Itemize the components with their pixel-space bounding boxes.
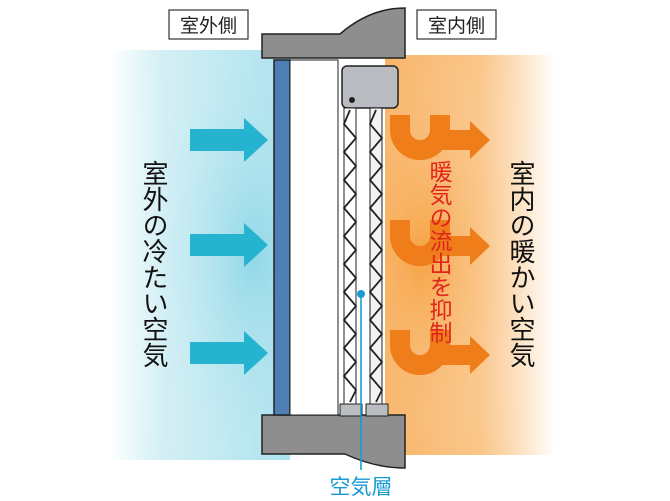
inside-tag-text: 室内側 [428, 15, 485, 37]
pleated-blind [339, 107, 389, 417]
outer-glass-pane [273, 59, 291, 416]
cold-arrow-1 [190, 118, 268, 162]
warm-arrow-2 [436, 227, 490, 265]
outside-tag-text: 室外側 [180, 15, 237, 37]
air-layer-label: 空気層 [330, 475, 393, 499]
inside-air-label: 室内の暖かい空気 [505, 160, 535, 368]
air-layer-pointer [357, 290, 365, 470]
warm-flow-label: 暖気の流出を抑制 [425, 160, 453, 344]
inside-tag: 室内側 [416, 9, 497, 40]
outside-tag: 室外側 [168, 9, 249, 40]
frame-bottom [261, 414, 406, 469]
headbox-dot [349, 97, 355, 103]
outside-air-label: 室外の冷たい空気 [138, 160, 168, 368]
frame-top [261, 7, 406, 59]
warm-arrow-1 [436, 121, 490, 159]
cold-arrow-2 [190, 223, 268, 267]
cold-arrow-3 [190, 331, 268, 375]
warm-arrow-3 [436, 336, 490, 374]
air-layer-gap [289, 59, 339, 416]
